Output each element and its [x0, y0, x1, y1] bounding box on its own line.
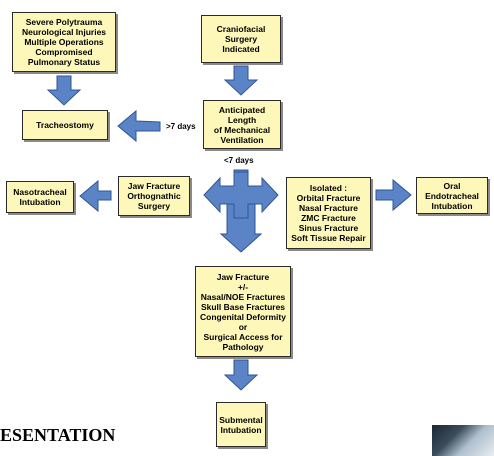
node-jaw-fracture-orthognathic: Jaw Fracture Orthognathic Surgery: [118, 176, 190, 216]
arrow-polytrauma-to-tracheostomy: [46, 75, 82, 106]
arrow-isolated-to-oral: [375, 178, 412, 212]
node-oral-endotracheal-intubation: Oral Endotracheal Intubation: [416, 177, 488, 214]
label-more-than-7-days: >7 days: [166, 122, 196, 131]
arrow-cross-hub: [203, 171, 279, 219]
photo-thumbnail: [432, 425, 494, 456]
slide-heading-fragment: ESENTATION: [0, 425, 116, 445]
node-craniofacial-surgery: Craniofacial Surgery Indicated: [201, 15, 281, 63]
node-jaw-fracture-complex: Jaw Fracture +/- Nasal/NOE Fractures Sku…: [195, 266, 291, 357]
node-tracheostomy: Tracheostomy: [22, 110, 108, 140]
arrow-jaw-complex-to-submental: [223, 359, 259, 391]
node-mechanical-ventilation: Anticipated Length of Mechanical Ventila…: [203, 100, 281, 149]
arrow-ventilation-to-tracheostomy: [117, 109, 161, 143]
node-nasotracheal-intubation: Nasotracheal Intubation: [6, 181, 74, 213]
arrow-jaw-to-nasotracheal: [79, 179, 112, 213]
node-isolated-fractures: Isolated : Orbital Fracture Nasal Fractu…: [286, 177, 371, 249]
label-less-than-7-days: <7 days: [224, 156, 254, 165]
node-severe-polytrauma: Severe Polytrauma Neurological Injuries …: [12, 12, 116, 72]
node-submental-intubation: Submental Intubation: [216, 402, 266, 447]
arrow-craniofacial-to-ventilation: [223, 65, 259, 96]
